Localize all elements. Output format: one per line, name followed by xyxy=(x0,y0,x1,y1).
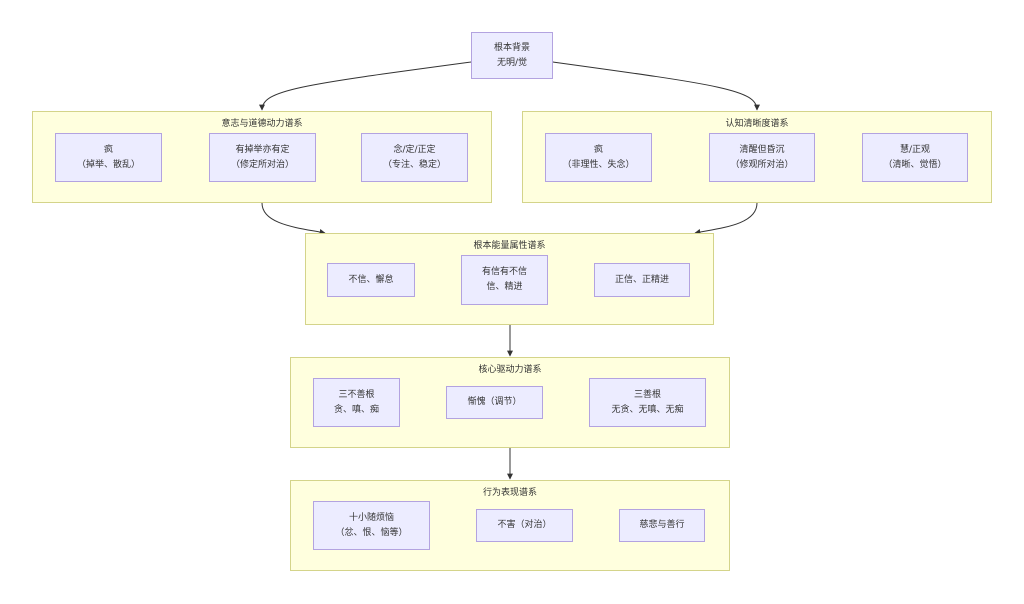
will-node-1-line1: 疯 xyxy=(103,144,113,155)
root-node[interactable]: 根本背景 无明/觉 xyxy=(471,32,553,79)
behavior-node-3[interactable]: 慈悲与善行 xyxy=(619,509,705,542)
behavior-node-1-line2: （忿、恨、恼等） xyxy=(335,527,408,538)
will-node-3-line2: （专注、稳定） xyxy=(382,159,446,170)
behavior-node-2-line1: 不害（对治） xyxy=(497,520,552,530)
behavior-node-1-line1: 十小随烦恼 xyxy=(348,512,394,523)
cognition-node-3-line2: （清晰、觉悟） xyxy=(883,159,947,170)
energy-node-1-line1: 不信、懈怠 xyxy=(348,274,394,285)
cognition-node-1[interactable]: 疯 （非理性、失念） xyxy=(545,133,652,182)
cognition-node-1-line1: 疯 xyxy=(593,144,603,155)
cluster-behavior-title: 行为表现谱系 xyxy=(482,488,537,498)
core-node-3-line2: 无贪、无嗔、无痴 xyxy=(611,404,684,415)
cognition-node-1-line2: （非理性、失念） xyxy=(562,159,635,170)
will-node-3-line1: 念/定/正定 xyxy=(393,144,436,155)
core-node-3[interactable]: 三善根 无贪、无嗔、无痴 xyxy=(589,378,706,427)
cognition-node-3[interactable]: 慧/正观 （清晰、觉悟） xyxy=(862,133,968,182)
root-node-line1: 根本背景 xyxy=(493,42,530,53)
edge-will-to-energy xyxy=(261,202,326,235)
core-node-1-line2: 贪、嗔、痴 xyxy=(333,404,379,415)
behavior-node-1[interactable]: 十小随烦恼 （忿、恨、恼等） xyxy=(313,501,430,550)
will-node-1-line2: （掉举、散乱） xyxy=(76,159,140,170)
energy-node-3-line1: 正信、正精进 xyxy=(614,274,669,285)
will-node-1[interactable]: 疯 （掉举、散乱） xyxy=(55,133,162,182)
core-node-2[interactable]: 惭愧（调节） xyxy=(446,386,543,419)
core-node-2-line1: 惭愧（调节） xyxy=(467,397,522,407)
cluster-energy-title: 根本能量属性谱系 xyxy=(473,241,546,251)
root-node-line2: 无明/觉 xyxy=(496,57,528,68)
core-node-3-line1: 三善根 xyxy=(633,389,661,400)
energy-node-2[interactable]: 有信有不信 信、精进 xyxy=(461,255,548,305)
cluster-core-title: 核心驱动力谱系 xyxy=(478,365,542,375)
cognition-node-2[interactable]: 清醒但昏沉 （修观所对治） xyxy=(709,133,815,182)
core-node-1-line1: 三不善根 xyxy=(338,389,375,400)
behavior-node-2[interactable]: 不害（对治） xyxy=(476,509,573,542)
will-node-2[interactable]: 有掉举亦有定 （修定所对治） xyxy=(209,133,316,182)
will-node-3[interactable]: 念/定/正定 （专注、稳定） xyxy=(361,133,468,182)
energy-node-2-line2: 信、精进 xyxy=(486,282,523,292)
edge-cognition-to-energy xyxy=(694,202,758,235)
cluster-cognition-title: 认知清晰度谱系 xyxy=(725,119,789,129)
edge-root-to-cognition xyxy=(552,61,760,111)
will-node-2-line1: 有掉举亦有定 xyxy=(235,144,290,155)
energy-node-2-line1: 有信有不信 xyxy=(481,267,527,277)
cluster-will-title: 意志与道德动力谱系 xyxy=(221,119,303,129)
edge-root-to-will xyxy=(259,61,472,111)
cognition-node-2-line1: 清醒但昏沉 xyxy=(739,144,785,155)
energy-node-3[interactable]: 正信、正精进 xyxy=(594,263,690,297)
behavior-node-3-line1: 慈悲与善行 xyxy=(639,520,685,530)
core-node-1[interactable]: 三不善根 贪、嗔、痴 xyxy=(313,378,400,427)
cognition-node-3-line1: 慧/正观 xyxy=(899,144,931,155)
cognition-node-2-line2: （修观所对治） xyxy=(730,159,794,170)
will-node-2-line2: （修定所对治） xyxy=(230,159,294,170)
energy-node-1[interactable]: 不信、懈怠 xyxy=(327,263,415,297)
